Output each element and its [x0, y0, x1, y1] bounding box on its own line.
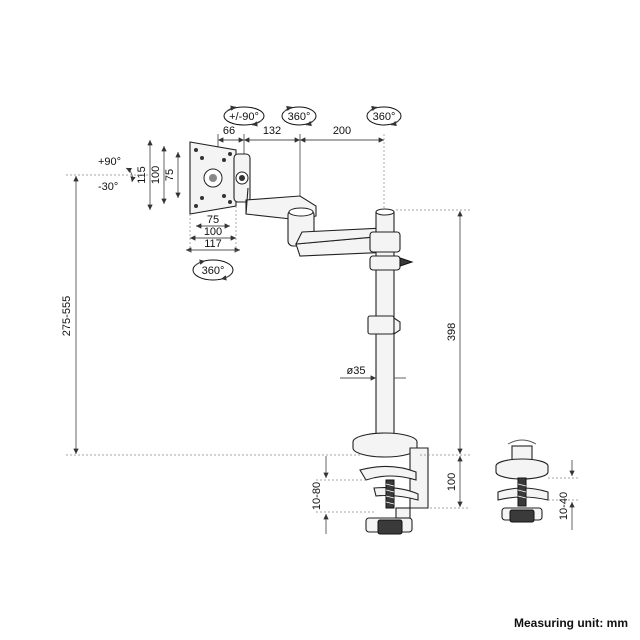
tilt-down-label: -30°: [98, 181, 118, 193]
vesa-100-horizontal-label: 100: [204, 226, 222, 238]
rotation-360-badge-1: 360°: [281, 105, 317, 127]
measuring-unit-caption: Measuring unit: mm: [513, 616, 628, 630]
rotation-360-badge-2: 360°: [366, 105, 402, 127]
monitor-arm: [245, 187, 393, 257]
desk-clamp: [352, 432, 429, 535]
tilt-up-label: +90°: [98, 156, 121, 168]
vesa-75-horizontal-label: 75: [207, 214, 219, 226]
vesa-horizontal-dims: 75 100 117: [186, 206, 240, 254]
dim-66-label: 66: [223, 125, 235, 137]
dim-132-label: 132: [263, 125, 281, 137]
vesa-75-vertical-label: 75: [164, 169, 176, 181]
rotation-360-badge-3: 360°: [192, 259, 234, 281]
dim-200-label: 200: [333, 125, 351, 137]
clamp-range-dim: 10-80: [311, 456, 376, 534]
clamp-range-label: 10-80: [311, 482, 323, 510]
rotation-360-label-1: 360°: [288, 111, 311, 123]
rotation-360-label-2: 360°: [373, 111, 396, 123]
grommet-mount: 10-40: [495, 439, 580, 530]
top-dimensions: 66 132 200: [217, 125, 385, 208]
pole: [367, 208, 414, 443]
pole-height-label: 398: [446, 323, 458, 341]
pole-height-dim: 398: [396, 209, 470, 456]
height-range-dim: 275-555: [61, 174, 360, 456]
rotation-360-label-3: 360°: [202, 265, 225, 277]
pole-diameter-dim: ø35: [340, 365, 406, 381]
height-range-label: 275-555: [61, 296, 73, 336]
grommet-range-label: 10-40: [558, 492, 570, 520]
tilt-rotation-badge: +/-90°: [223, 105, 265, 127]
clamp-height-label: 100: [446, 473, 458, 491]
vesa-100-vertical-label: 100: [150, 166, 162, 184]
clamp-height-dim: 100: [430, 456, 470, 509]
vesa-plate: [189, 141, 251, 215]
pole-diameter-label: ø35: [347, 365, 366, 377]
tilt-labels: +90° -30°: [98, 156, 136, 193]
vesa-117-label: 117: [204, 238, 222, 250]
tilt-rotation-label: +/-90°: [229, 111, 259, 123]
